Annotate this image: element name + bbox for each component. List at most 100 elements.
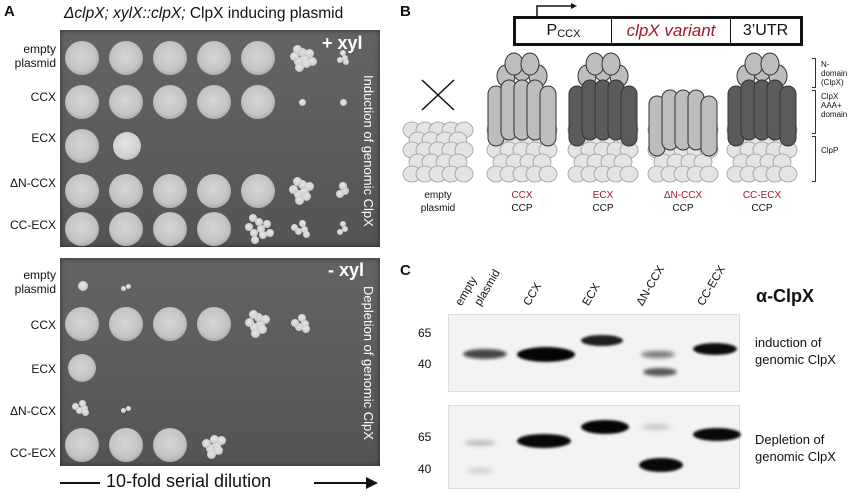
note-line: genomic ClpX (755, 352, 836, 367)
bracket-clpp (812, 136, 816, 182)
colony (291, 224, 299, 232)
n-domain-subunit (520, 52, 540, 76)
band-ecx (581, 335, 623, 346)
colony (292, 44, 302, 54)
colony (80, 404, 88, 412)
culture-spot (197, 212, 231, 246)
colony (295, 62, 305, 72)
complex-label-empty: empty plasmid (403, 189, 473, 215)
culture-spot (109, 428, 143, 462)
note-line: N-domain (821, 60, 848, 78)
colony (250, 329, 260, 339)
culture-spot (197, 41, 231, 75)
utr-segment: 3’UTR (742, 22, 789, 39)
n-domain-subunit (744, 52, 764, 76)
colony (300, 186, 310, 196)
cross-line (421, 79, 455, 111)
culture-spot (153, 174, 187, 208)
note-n-domain: N-domain (ClpX) (821, 60, 852, 87)
colony (245, 318, 255, 328)
colony (257, 225, 266, 233)
colony (289, 185, 299, 195)
promoter-arrow-icon (536, 3, 577, 18)
band-dn-ccx-lower (643, 368, 677, 376)
colony (256, 319, 266, 329)
label-line: CCX (511, 190, 533, 201)
band-ecx (581, 420, 629, 434)
plate-plus-xyl-side-label: Induction of genomic ClpX (361, 75, 376, 227)
note-induction: induction of genomic ClpX (755, 334, 836, 368)
complex-label-cc-ecx: CC-ECX CCP (727, 189, 797, 215)
band-dn-ccx-faint (641, 424, 671, 430)
label-line: CCP (751, 203, 773, 214)
plate-minus-xyl: - xyl Depletion of genomic ClpX (60, 258, 380, 466)
culture-spot (109, 174, 143, 208)
colony (298, 314, 307, 323)
note-line: genomic ClpX (755, 449, 836, 464)
top-row-label-dn-ccx: ΔN-CCX (9, 176, 56, 190)
label-line: CCP (672, 203, 694, 214)
culture-spot (153, 428, 187, 462)
colony (307, 57, 317, 67)
colony (201, 439, 211, 449)
colony (262, 219, 271, 228)
colony (340, 98, 348, 106)
mw-bottom-65: 65 (418, 430, 432, 444)
panel-c-letter: C (400, 262, 411, 279)
colony (298, 47, 307, 57)
band-ccx (517, 347, 575, 362)
band-empty-faint (465, 440, 495, 446)
dilution-arrow-line-right (314, 482, 370, 484)
colony (244, 223, 253, 232)
bottom-row-label-empty: empty plasmid (0, 268, 56, 296)
note-line: AAA+ (821, 101, 842, 110)
colony (265, 229, 274, 238)
clpp-subunit (454, 165, 474, 183)
colony (294, 196, 304, 206)
antibody-label: α-ClpX (756, 286, 815, 306)
culture-spot (153, 212, 187, 246)
colony (339, 181, 348, 190)
colony (300, 53, 310, 63)
lane-label-cc-ecx: CC-ECX (695, 263, 729, 308)
band-ccx (517, 434, 571, 448)
top-row-label-empty: empty plasmid (0, 42, 56, 70)
clpp-subunit (778, 165, 798, 183)
culture-spot (109, 307, 143, 341)
clpp-subunit (619, 165, 639, 183)
colony (212, 440, 222, 450)
colony (301, 225, 309, 233)
culture-spot (241, 85, 275, 119)
mw-bottom-40: 40 (418, 462, 432, 476)
colony (125, 283, 131, 289)
culture-spot (65, 85, 99, 119)
promoter-subscript: CCX (557, 28, 581, 40)
lane-label-plasmid: plasmid (472, 267, 503, 308)
label-line: CCP (511, 203, 533, 214)
label-line: empty (23, 42, 56, 56)
complex-diagram (402, 52, 798, 183)
colony (112, 132, 141, 160)
colony (71, 403, 79, 411)
colony (290, 318, 299, 327)
culture-spot (241, 174, 275, 208)
blot-induction (448, 314, 740, 392)
label-line: plasmid (14, 282, 56, 296)
mw-top-40: 40 (418, 357, 432, 371)
bottom-row-label-ecx: ECX (31, 362, 56, 376)
promoter-label: P (546, 22, 558, 39)
colony (300, 320, 309, 328)
bracket-n (812, 58, 816, 88)
blot-depletion (448, 405, 741, 489)
colony (299, 98, 307, 106)
complex-label-dn-ccx: ΔN-CCX CCP (648, 189, 718, 215)
colony (302, 230, 310, 238)
colony (257, 325, 267, 335)
culture-spot (197, 85, 231, 119)
culture-spot (68, 354, 96, 382)
n-domain-subunit (601, 52, 621, 76)
culture-spot (109, 41, 143, 75)
culture-spot (65, 307, 99, 341)
